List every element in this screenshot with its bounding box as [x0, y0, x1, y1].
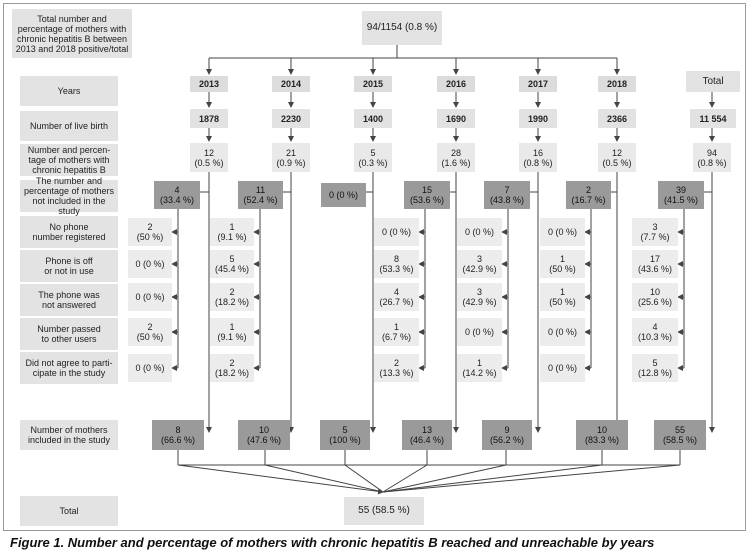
row-label-phone-off: Phone is off or not in use — [20, 250, 118, 282]
included-box: 8 (66.6 %) — [152, 420, 204, 450]
reason-box: 2 (50 %) — [128, 318, 172, 346]
hepb-box: 12 (0.5 %) — [598, 143, 636, 172]
reason-box: 3 (42.9 %) — [457, 250, 502, 278]
hepb-box: 16 (0.8 %) — [519, 143, 557, 172]
reason-box: 0 (0 %) — [128, 354, 172, 382]
total-positive-box: 94/1154 (0.8 %) — [362, 11, 442, 45]
year-box: 2014 — [272, 76, 310, 92]
total-reason-box: 5 (12.8 %) — [632, 354, 678, 382]
figure-frame — [3, 3, 746, 531]
header-label: Total number and percentage of mothers w… — [12, 9, 132, 58]
not-included-box: 4 (33.4 %) — [154, 181, 200, 209]
reason-box: 0 (0 %) — [128, 250, 172, 278]
births-box: 1400 — [354, 109, 392, 128]
total-column-header: Total — [686, 71, 740, 92]
not-included-box: 2 (16.7 %) — [566, 181, 611, 209]
reason-box: 0 (0 %) — [540, 354, 585, 382]
reason-box: 8 (53.3 %) — [374, 250, 419, 278]
total-reason-box: 17 (43.6 %) — [632, 250, 678, 278]
births-box: 1878 — [190, 109, 228, 128]
row-label-no-phone: No phone number registered — [20, 216, 118, 248]
reason-box: 1 (9.1 %) — [210, 218, 254, 246]
total-births-box: 11 554 — [690, 109, 736, 128]
total-reason-box: 10 (25.6 %) — [632, 283, 678, 311]
reason-box: 1 (9.1 %) — [210, 318, 254, 346]
reason-box: 0 (0 %) — [128, 283, 172, 311]
row-label-included: Number of mothers included in the study — [20, 420, 118, 450]
total-reason-box: 3 (7.7 %) — [632, 218, 678, 246]
total-included-box: 55 (58.5 %) — [654, 420, 706, 450]
not-included-box: 11 (52.4 %) — [238, 181, 283, 209]
reason-box: 1 (50 %) — [540, 283, 585, 311]
reason-box: 0 (0 %) — [540, 318, 585, 346]
births-box: 2230 — [272, 109, 310, 128]
row-label-total: Total — [20, 496, 118, 526]
reason-box: 0 (0 %) — [457, 318, 502, 346]
hepb-box: 5 (0.3 %) — [354, 143, 392, 172]
row-label-not-answered: The phone was not answered — [20, 284, 118, 316]
not-included-box: 0 (0 %) — [321, 183, 366, 207]
reason-box: 3 (42.9 %) — [457, 283, 502, 311]
grand-total-box: 55 (58.5 %) — [344, 497, 424, 525]
year-box: 2015 — [354, 76, 392, 92]
year-box: 2017 — [519, 76, 557, 92]
total-not-included-box: 39 (41.5 %) — [658, 181, 704, 209]
reason-box: 4 (26.7 %) — [374, 283, 419, 311]
row-label-not-included: The number and percentage of mothers not… — [20, 176, 118, 216]
year-box: 2018 — [598, 76, 636, 92]
row-label-mothers-hepb: Number and percen- tage of mothers with … — [20, 144, 118, 176]
year-box: 2013 — [190, 76, 228, 92]
reason-box: 0 (0 %) — [540, 218, 585, 246]
reason-box: 1 (6.7 %) — [374, 318, 419, 346]
not-included-box: 15 (53.6 %) — [404, 181, 450, 209]
included-box: 13 (46.4 %) — [402, 420, 452, 450]
reason-box: 1 (14.2 %) — [457, 354, 502, 382]
row-label-years: Years — [20, 76, 118, 106]
reason-box: 1 (50 %) — [540, 250, 585, 278]
included-box: 5 (100 %) — [320, 420, 370, 450]
reason-box: 2 (18.2 %) — [210, 354, 254, 382]
reason-box: 2 (18.2 %) — [210, 283, 254, 311]
births-box: 2366 — [598, 109, 636, 128]
included-box: 10 (47.6 %) — [238, 420, 290, 450]
row-label-live-births: Number of live birth — [20, 111, 118, 141]
births-box: 1990 — [519, 109, 557, 128]
reason-box: 0 (0 %) — [374, 218, 419, 246]
figure-caption: Figure 1. Number and percentage of mothe… — [10, 535, 655, 550]
year-box: 2016 — [437, 76, 475, 92]
included-box: 9 (56.2 %) — [482, 420, 532, 450]
hepb-box: 12 (0.5 %) — [190, 143, 228, 172]
total-hepb-box: 94 (0.8 %) — [693, 143, 731, 172]
hepb-box: 21 (0.9 %) — [272, 143, 310, 172]
births-box: 1690 — [437, 109, 475, 128]
total-reason-box: 4 (10.3 %) — [632, 318, 678, 346]
reason-box: 2 (13.3 %) — [374, 354, 419, 382]
hepb-box: 28 (1.6 %) — [437, 143, 475, 172]
included-box: 10 (83.3 %) — [576, 420, 628, 450]
not-included-box: 7 (43.8 %) — [484, 181, 530, 209]
reason-box: 0 (0 %) — [457, 218, 502, 246]
row-label-passed-other: Number passed to other users — [20, 318, 118, 350]
reason-box: 5 (45.4 %) — [210, 250, 254, 278]
reason-box: 2 (50 %) — [128, 218, 172, 246]
row-label-not-agree: Did not agree to parti- cipate in the st… — [20, 352, 118, 384]
